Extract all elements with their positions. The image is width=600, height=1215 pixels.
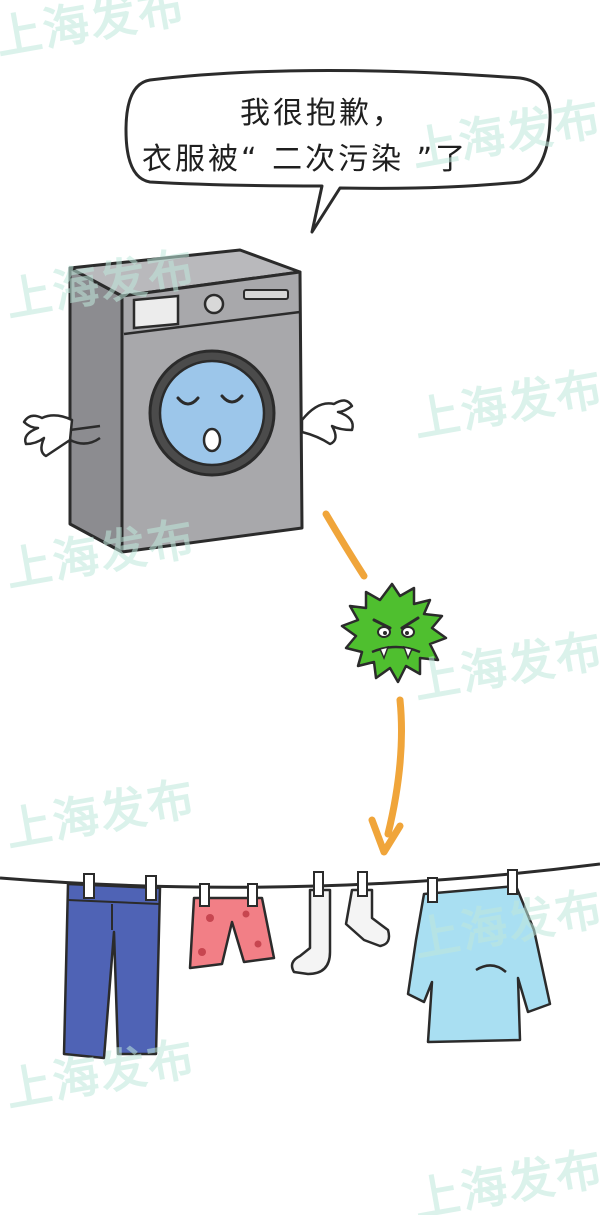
speech-line-1: 我很抱歉， <box>240 96 405 131</box>
arrow-segment-top <box>322 510 368 580</box>
socks <box>290 871 391 976</box>
speech-bubble <box>124 68 552 234</box>
speech-line-2: 衣服被“ 二次污染 ”了 <box>142 142 469 177</box>
jeans <box>62 873 162 1060</box>
shorts <box>188 883 276 970</box>
shirt <box>406 869 552 1044</box>
washing-machine-icon <box>22 248 354 554</box>
germ-icon <box>340 582 448 684</box>
arrow-down-icon <box>368 696 405 856</box>
